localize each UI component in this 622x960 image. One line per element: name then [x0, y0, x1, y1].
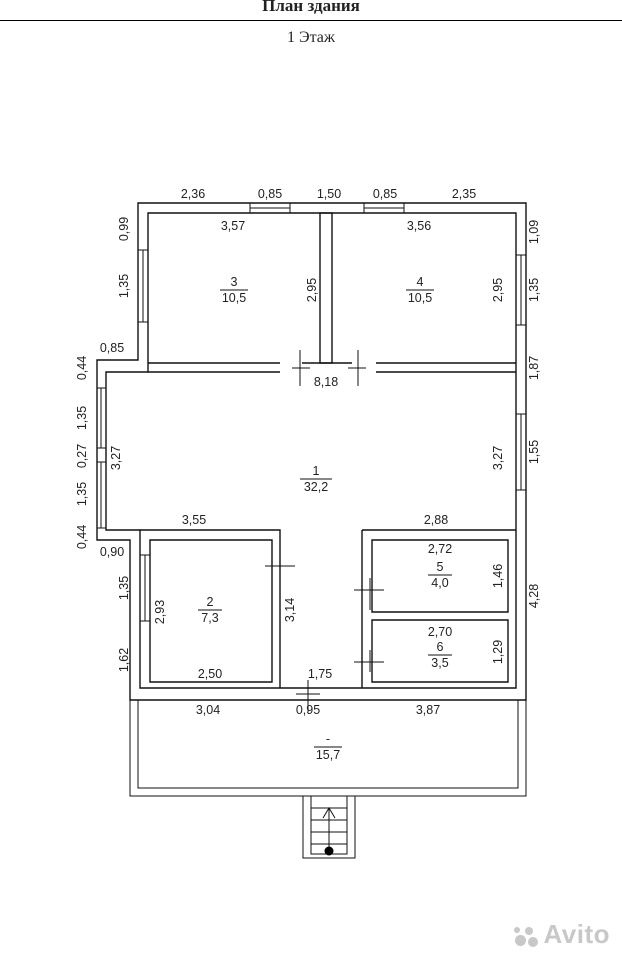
watermark-text: Avito: [543, 919, 610, 949]
dim-hall-height-left: 3,27: [109, 446, 123, 470]
dim-corridor-width: 1,75: [308, 667, 332, 681]
title-divider: [0, 20, 622, 21]
dim-left-044a: 0,44: [75, 356, 89, 380]
dim-hall-bottom-right: 2,88: [424, 513, 448, 527]
dim-top-left: 2,36: [181, 187, 205, 201]
wall-room5: [371, 539, 509, 613]
door-marks: [265, 350, 384, 712]
dim-right-428: 4,28: [527, 584, 541, 608]
avito-watermark: Avito: [513, 919, 610, 950]
dim-r3-width: 3,57: [221, 219, 245, 233]
wall-room6: [371, 619, 509, 683]
terrace-inner: [137, 700, 519, 789]
dim-r5-width: 2,72: [428, 542, 452, 556]
stairs: [302, 795, 356, 859]
wall-room2-inner: [149, 539, 273, 683]
dim-left-085: 0,85: [100, 341, 124, 355]
dim-r2-height: 2,93: [153, 600, 167, 624]
room-6-area: 3,5: [431, 656, 448, 670]
dim-left-135b: 1,35: [75, 406, 89, 430]
stairs-start-dot: [324, 846, 334, 856]
outer-wall-outer: [96, 202, 527, 701]
room-2-number: 2: [207, 595, 214, 609]
dim-r4-width: 3,56: [407, 219, 431, 233]
dim-hall-bottom-left: 3,55: [182, 513, 206, 527]
dim-left-135d: 1,35: [117, 576, 131, 600]
dim-hall-height-right: 3,27: [491, 446, 505, 470]
dimension-labels: 2,36 0,85 1,50 0,85 2,35 3,57 3,56 2,95 …: [75, 187, 541, 717]
dim-r6-width: 2,70: [428, 625, 452, 639]
dim-hall-width: 8,18: [314, 375, 338, 389]
terrace-number: -: [326, 732, 330, 746]
dim-top-mid: 1,50: [317, 187, 341, 201]
dim-top-win1: 0,85: [258, 187, 282, 201]
dim-left-135c: 1,35: [75, 482, 89, 506]
room-6-number: 6: [437, 640, 444, 654]
dim-top-right: 2,35: [452, 187, 476, 201]
windows: [96, 202, 527, 622]
dim-right-187: 1,87: [527, 356, 541, 380]
wall-room2: [140, 529, 281, 688]
dim-left-090: 0,90: [100, 545, 124, 559]
dim-left-044b: 0,44: [75, 525, 89, 549]
dim-left-027: 0,27: [75, 444, 89, 468]
dim-top-win2: 0,85: [373, 187, 397, 201]
dim-bottom-left: 3,04: [196, 703, 220, 717]
floor-subtitle: 1 Этаж: [287, 29, 335, 46]
dim-left-135a: 1,35: [117, 274, 131, 298]
wall-room3-room4: [319, 212, 333, 364]
room-labels: 3 10,5 4 10,5 1 32,2 2 7,3 5 4,0 6 3,5 -…: [198, 275, 452, 762]
dim-r6-height: 1,29: [491, 640, 505, 664]
dim-r2-width: 2,50: [198, 667, 222, 681]
dim-bottom-door: 0,95: [296, 703, 320, 717]
dim-bottom-right: 3,87: [416, 703, 440, 717]
avito-logo-icon: [513, 925, 539, 948]
room-4-number: 4: [417, 275, 424, 289]
dim-right-109: 1,09: [527, 220, 541, 244]
plan-title: План здания: [262, 0, 360, 15]
dim-r4-height: 2,95: [491, 278, 505, 302]
room-2-area: 7,3: [201, 611, 218, 625]
dim-corridor-height: 3,14: [283, 598, 297, 622]
room-5-number: 5: [437, 560, 444, 574]
terrace-area: 15,7: [316, 748, 340, 762]
room-5-area: 4,0: [431, 576, 448, 590]
room-1-number: 1: [313, 464, 320, 478]
dim-left-099: 0,99: [117, 217, 131, 241]
dim-left-162: 1,62: [117, 648, 131, 672]
dim-right-135: 1,35: [527, 278, 541, 302]
dim-right-155: 1,55: [527, 440, 541, 464]
dim-r5-height: 1,46: [491, 564, 505, 588]
room-3-area: 10,5: [222, 291, 246, 305]
room-1-area: 32,2: [304, 480, 328, 494]
room-3-number: 3: [231, 275, 238, 289]
dim-r3-height: 2,95: [305, 278, 319, 302]
room-4-area: 10,5: [408, 291, 432, 305]
